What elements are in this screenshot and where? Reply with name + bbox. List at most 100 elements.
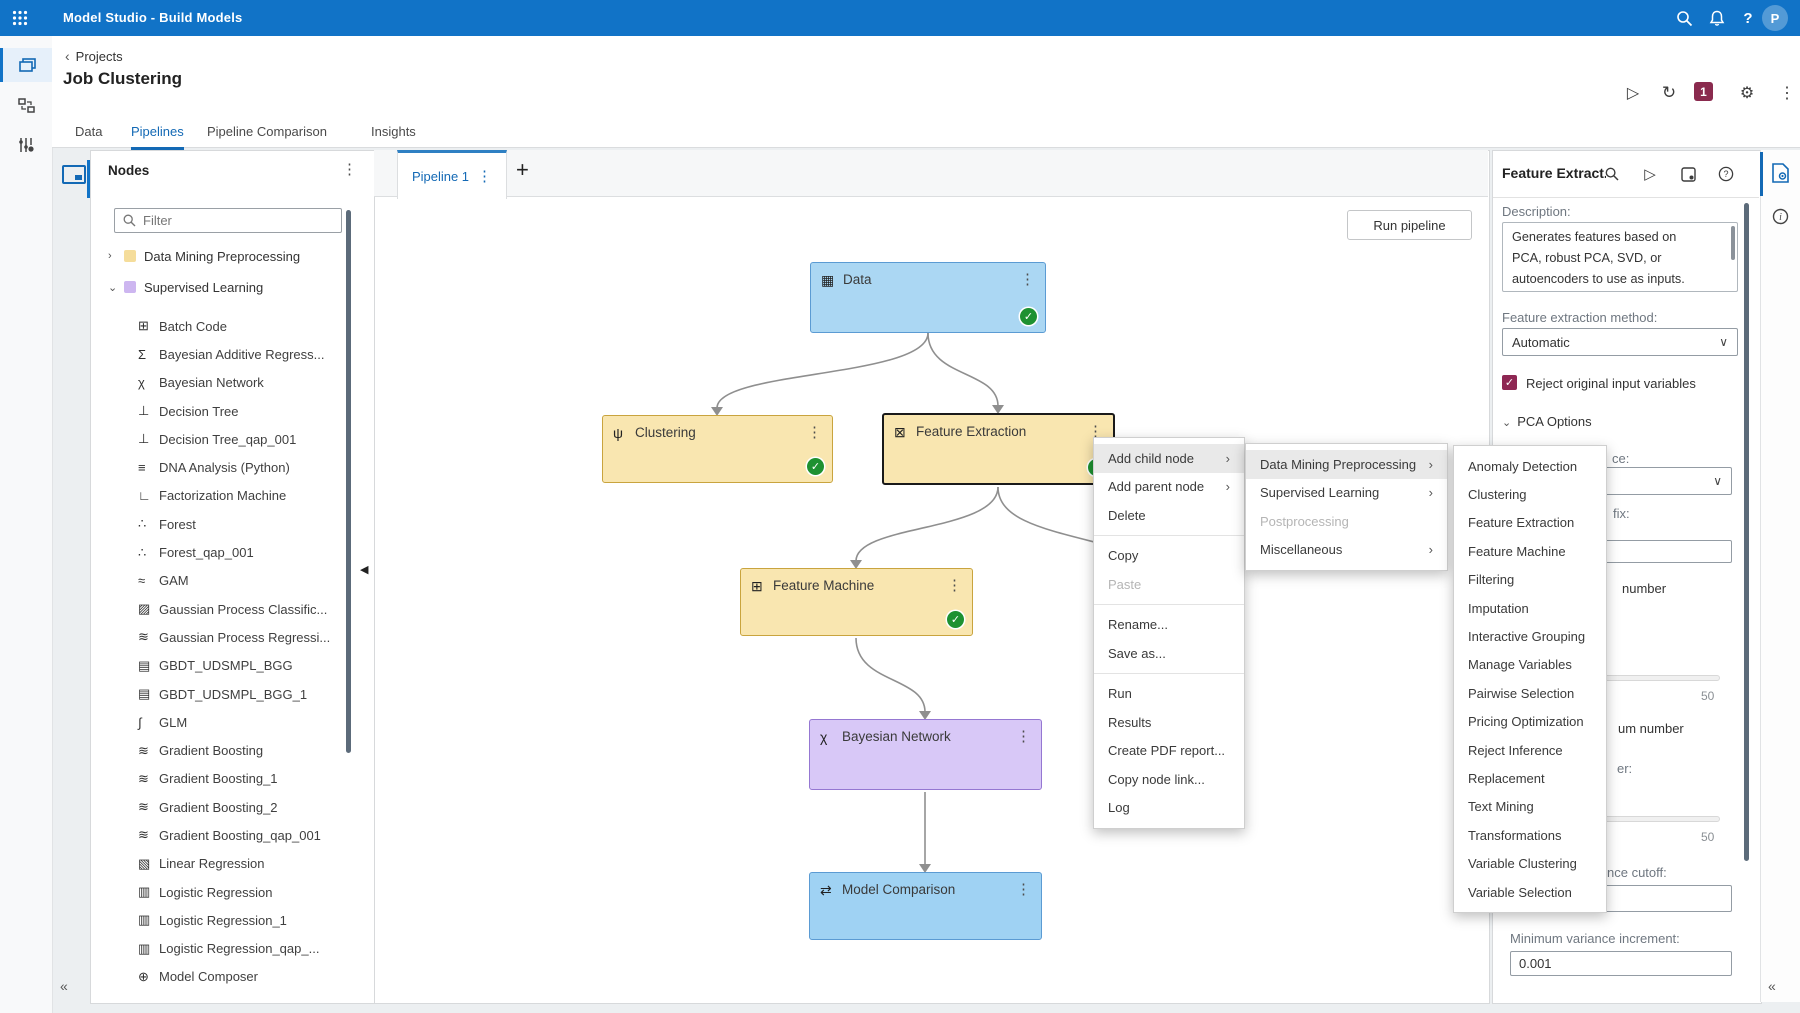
options-panel-scrollbar[interactable] xyxy=(1744,203,1749,861)
menu-item-variable-clustering[interactable]: Variable Clustering xyxy=(1468,856,1577,872)
menu-item-reject-inference[interactable]: Reject Inference xyxy=(1468,742,1563,758)
node-template-forest-qap-001[interactable]: ∴Forest_qap_001 xyxy=(138,538,358,566)
menu-item-imputation[interactable]: Imputation xyxy=(1468,600,1529,616)
menu-item-anomaly-detection[interactable]: Anomaly Detection xyxy=(1468,458,1578,474)
menu-item-copy[interactable]: Copy xyxy=(1108,548,1139,564)
menu-item-add-child-node[interactable]: Add child node› xyxy=(1094,444,1244,473)
tab-pipelines[interactable]: Pipelines xyxy=(131,116,184,150)
pipeline-node-data[interactable]: ▦Data⋮✓ xyxy=(810,262,1046,333)
menu-item-run[interactable]: Run xyxy=(1108,686,1132,702)
tab-pipeline-1[interactable]: Pipeline 1⋮ xyxy=(397,150,507,199)
node-template-gradient-boosting-1[interactable]: ≋Gradient Boosting_1 xyxy=(138,765,358,793)
rail-item-pipelines[interactable] xyxy=(0,48,52,82)
avatar[interactable]: P xyxy=(1762,5,1788,31)
gear-icon[interactable]: ⚙ xyxy=(1739,85,1755,102)
tab-data[interactable]: Data xyxy=(75,124,103,139)
menu-item-interactive-grouping[interactable]: Interactive Grouping xyxy=(1468,629,1586,645)
menu-item-create-pdf-report-[interactable]: Create PDF report... xyxy=(1108,743,1226,759)
menu-item-feature-machine[interactable]: Feature Machine xyxy=(1468,543,1566,559)
method-select[interactable]: Automatic∨ xyxy=(1502,328,1738,356)
notification-badge[interactable]: 1 xyxy=(1694,82,1713,101)
node-template-batch-code[interactable]: ⊞Batch Code xyxy=(138,312,358,340)
collapse-options-panel-chevrons[interactable]: « xyxy=(1768,978,1776,994)
node-template-model-composer[interactable]: ⊕Model Composer xyxy=(138,963,358,991)
description-scrollbar[interactable] xyxy=(1731,226,1735,260)
menu-item-log[interactable]: Log xyxy=(1108,800,1130,816)
node-template-gaussian-process-regressi-[interactable]: ≋Gaussian Process Regressi... xyxy=(138,623,358,651)
menu-item-pricing-optimization[interactable]: Pricing Optimization xyxy=(1468,714,1584,730)
node-menu-icon[interactable]: ⋮ xyxy=(1088,423,1103,440)
node-template-glm[interactable]: ∫GLM xyxy=(138,708,358,736)
refresh-icon[interactable]: ↻ xyxy=(1661,83,1677,102)
pipeline-tab-menu-icon[interactable]: ⋮ xyxy=(477,167,493,185)
menu-item-filtering[interactable]: Filtering xyxy=(1468,572,1515,588)
menu-item-variable-selection[interactable]: Variable Selection xyxy=(1468,884,1572,900)
menu-item-miscellaneous[interactable]: Miscellaneous› xyxy=(1260,542,1433,558)
menu-item-manage-variables[interactable]: Manage Variables xyxy=(1468,657,1572,673)
node-template-gradient-boosting[interactable]: ≋Gradient Boosting xyxy=(138,736,358,764)
bell-icon[interactable] xyxy=(1705,6,1729,30)
pipeline-node-model-comparison[interactable]: ⇄Model Comparison⋮ xyxy=(809,872,1042,940)
node-template-logistic-regression-1[interactable]: ▥Logistic Regression_1 xyxy=(138,906,358,934)
min-variance-input[interactable]: 0.001 xyxy=(1510,951,1732,976)
nodes-panel-menu-icon[interactable]: ⋮ xyxy=(342,161,357,178)
node-template-gam[interactable]: ≈GAM xyxy=(138,567,358,595)
node-template-dna-analysis-python-[interactable]: ≡DNA Analysis (Python) xyxy=(138,453,358,481)
node-help-icon[interactable]: ? xyxy=(1714,162,1738,186)
filter-input[interactable]: Filter xyxy=(114,208,342,233)
node-menu-icon[interactable]: ⋮ xyxy=(1016,728,1031,745)
rail-info-icon[interactable]: i xyxy=(1772,208,1789,230)
menu-item-feature-extraction[interactable]: Feature Extraction xyxy=(1468,515,1575,531)
description-textarea[interactable]: Generates features based on PCA, robust … xyxy=(1502,222,1738,292)
breadcrumb[interactable]: ‹Projects xyxy=(65,48,123,64)
node-template-decision-tree-qap-001[interactable]: ⊥Decision Tree_qap_001 xyxy=(138,425,358,453)
search-icon[interactable] xyxy=(1672,6,1696,30)
collapse-nodes-panel-chevrons[interactable]: « xyxy=(60,978,68,994)
node-template-linear-regression[interactable]: ▧Linear Regression xyxy=(138,850,358,878)
nodes-panel-scrollbar[interactable] xyxy=(346,210,351,753)
node-template-gaussian-process-classific-[interactable]: ▨Gaussian Process Classific... xyxy=(138,595,358,623)
node-menu-icon[interactable]: ⋮ xyxy=(947,577,962,594)
more-options-icon[interactable]: ⋮ xyxy=(1779,85,1795,102)
rail-item-exchange[interactable] xyxy=(0,88,52,122)
rail-item-settings[interactable] xyxy=(0,128,52,162)
menu-item-add-parent-node[interactable]: Add parent node› xyxy=(1108,479,1230,495)
menu-item-clustering[interactable]: Clustering xyxy=(1468,487,1527,503)
menu-item-results[interactable]: Results xyxy=(1108,714,1152,730)
node-template-gradient-boosting-2[interactable]: ≋Gradient Boosting_2 xyxy=(138,793,358,821)
reject-inputs-checkbox[interactable]: ✓ xyxy=(1502,375,1517,390)
node-menu-icon[interactable]: ⋮ xyxy=(1016,881,1031,898)
menu-item-delete[interactable]: Delete xyxy=(1108,507,1146,523)
tab-insights[interactable]: Insights xyxy=(371,124,416,139)
menu-item-data-mining-preprocessing[interactable]: Data Mining Preprocessing› xyxy=(1246,450,1447,479)
add-pipeline-icon[interactable]: + xyxy=(516,157,529,182)
node-menu-icon[interactable]: ⋮ xyxy=(1020,271,1035,288)
help-icon[interactable]: ? xyxy=(1743,9,1753,27)
panel-toggle-icon[interactable] xyxy=(62,165,86,184)
group-data-mining-preprocessing[interactable]: › Data Mining Preprocessing xyxy=(108,248,301,264)
pca-options-section[interactable]: ⌄PCA Options xyxy=(1502,414,1592,429)
node-template-gbdt-udsmpl-bgg-1[interactable]: ▤GBDT_UDSMPL_BGG_1 xyxy=(138,680,358,708)
menu-item-transformations[interactable]: Transformations xyxy=(1468,827,1562,843)
run-pipeline-button[interactable]: Run pipeline xyxy=(1347,210,1472,240)
pipeline-node-feature-machine[interactable]: ⊞Feature Machine⋮✓ xyxy=(740,568,973,636)
menu-item-save-as-[interactable]: Save as... xyxy=(1108,645,1166,661)
node-template-logistic-regression-qap-[interactable]: ▥Logistic Regression_qap_... xyxy=(138,935,358,963)
app-switcher-waffle-icon[interactable] xyxy=(8,6,32,30)
rail-options-doc-icon[interactable] xyxy=(1772,163,1789,188)
group-supervised-learning[interactable]: ⌄ Supervised Learning xyxy=(108,279,264,295)
node-template-forest[interactable]: ∴Forest xyxy=(138,510,358,538)
menu-item-replacement[interactable]: Replacement xyxy=(1468,770,1545,786)
menu-item-copy-node-link-[interactable]: Copy node link... xyxy=(1108,771,1205,787)
node-template-factorization-machine[interactable]: ∟Factorization Machine xyxy=(138,482,358,510)
menu-item-text-mining[interactable]: Text Mining xyxy=(1468,799,1534,815)
run-node-icon[interactable]: ▷ xyxy=(1644,166,1656,183)
run-project-icon[interactable]: ▷ xyxy=(1626,85,1640,102)
search-options-icon[interactable] xyxy=(1600,162,1624,186)
node-template-gbdt-udsmpl-bgg[interactable]: ▤GBDT_UDSMPL_BGG xyxy=(138,652,358,680)
node-template-gradient-boosting-qap-001[interactable]: ≋Gradient Boosting_qap_001 xyxy=(138,821,358,849)
